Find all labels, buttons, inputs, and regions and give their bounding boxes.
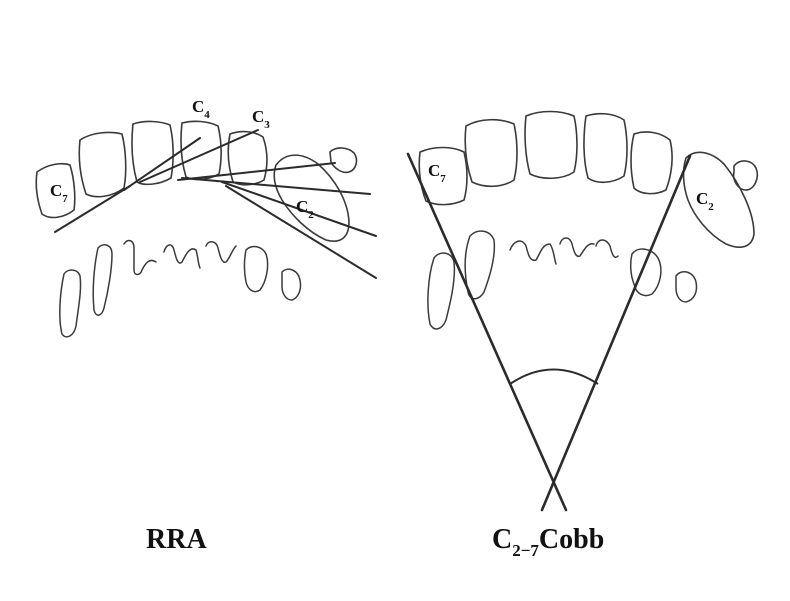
cobb-caption: C2−7Cobb <box>492 524 604 560</box>
rra-label-c3: C3 <box>252 107 270 131</box>
cobb-dens <box>732 160 759 191</box>
rra-line-c2-2 <box>221 181 377 237</box>
rra-panel: C4 C3 C7 C2 RRA <box>35 97 377 555</box>
rra-line-c2-3 <box>225 185 377 279</box>
rra-vertebra-c2 <box>273 154 350 242</box>
rra-line-c3-2 <box>177 162 336 181</box>
rra-spinous-3 <box>243 245 269 293</box>
cobb-spinous-4 <box>675 271 698 303</box>
rra-dens <box>329 147 358 174</box>
cobb-lamina-1 <box>509 240 557 265</box>
cobb-vertebra-c5 <box>524 110 578 180</box>
cobb-panel: C7 C2 C2−7Cobb <box>406 110 759 560</box>
rra-vertebra-c7 <box>35 162 76 219</box>
cobb-label-c7: C7 <box>428 161 446 185</box>
rra-vertebra-c3 <box>227 130 268 186</box>
cobb-lamina-3 <box>595 239 619 258</box>
cobb-vertebral-bodies <box>418 110 759 248</box>
cobb-line-c7 <box>406 152 568 512</box>
rra-label-c7: C7 <box>50 181 68 205</box>
cobb-posterior-elements <box>427 230 698 330</box>
rra-line-c7-endplate <box>54 185 131 233</box>
rra-vertebra-c5 <box>131 120 174 186</box>
rra-lamina-2 <box>163 244 201 269</box>
rra-vertebral-bodies <box>35 120 358 242</box>
cobb-angle-arc <box>509 368 599 385</box>
cobb-vertebra-c4 <box>583 112 628 184</box>
cobb-spinous-1 <box>427 252 456 330</box>
rra-posterior-elements <box>59 239 302 338</box>
cobb-reference-lines <box>406 152 692 512</box>
cobb-lamina-2 <box>559 237 595 258</box>
rra-lamina-3 <box>205 241 237 264</box>
cobb-line-c2 <box>540 154 692 512</box>
cobb-spinous-2 <box>464 230 496 300</box>
cobb-vertebra-c3 <box>630 131 673 195</box>
rra-line-c2-1 <box>181 177 371 195</box>
rra-lamina-1 <box>123 239 157 276</box>
rra-label-c2: C2 <box>296 197 314 221</box>
rra-spinous-4 <box>281 268 302 301</box>
rra-line-c3-1 <box>139 129 259 183</box>
cobb-label-c2: C2 <box>696 189 714 213</box>
rra-spinous-2 <box>92 244 113 316</box>
rra-spinous-1 <box>59 269 82 338</box>
rra-vertebra-c6 <box>78 131 127 198</box>
cobb-vertebra-c2 <box>682 151 755 248</box>
rra-reference-lines <box>54 129 377 279</box>
rra-caption: RRA <box>146 524 207 555</box>
rra-label-c4: C4 <box>192 97 210 121</box>
cobb-vertebra-c6 <box>464 118 518 188</box>
rra-vertebra-c4 <box>180 120 222 181</box>
rra-line-c4-1 <box>123 137 201 191</box>
